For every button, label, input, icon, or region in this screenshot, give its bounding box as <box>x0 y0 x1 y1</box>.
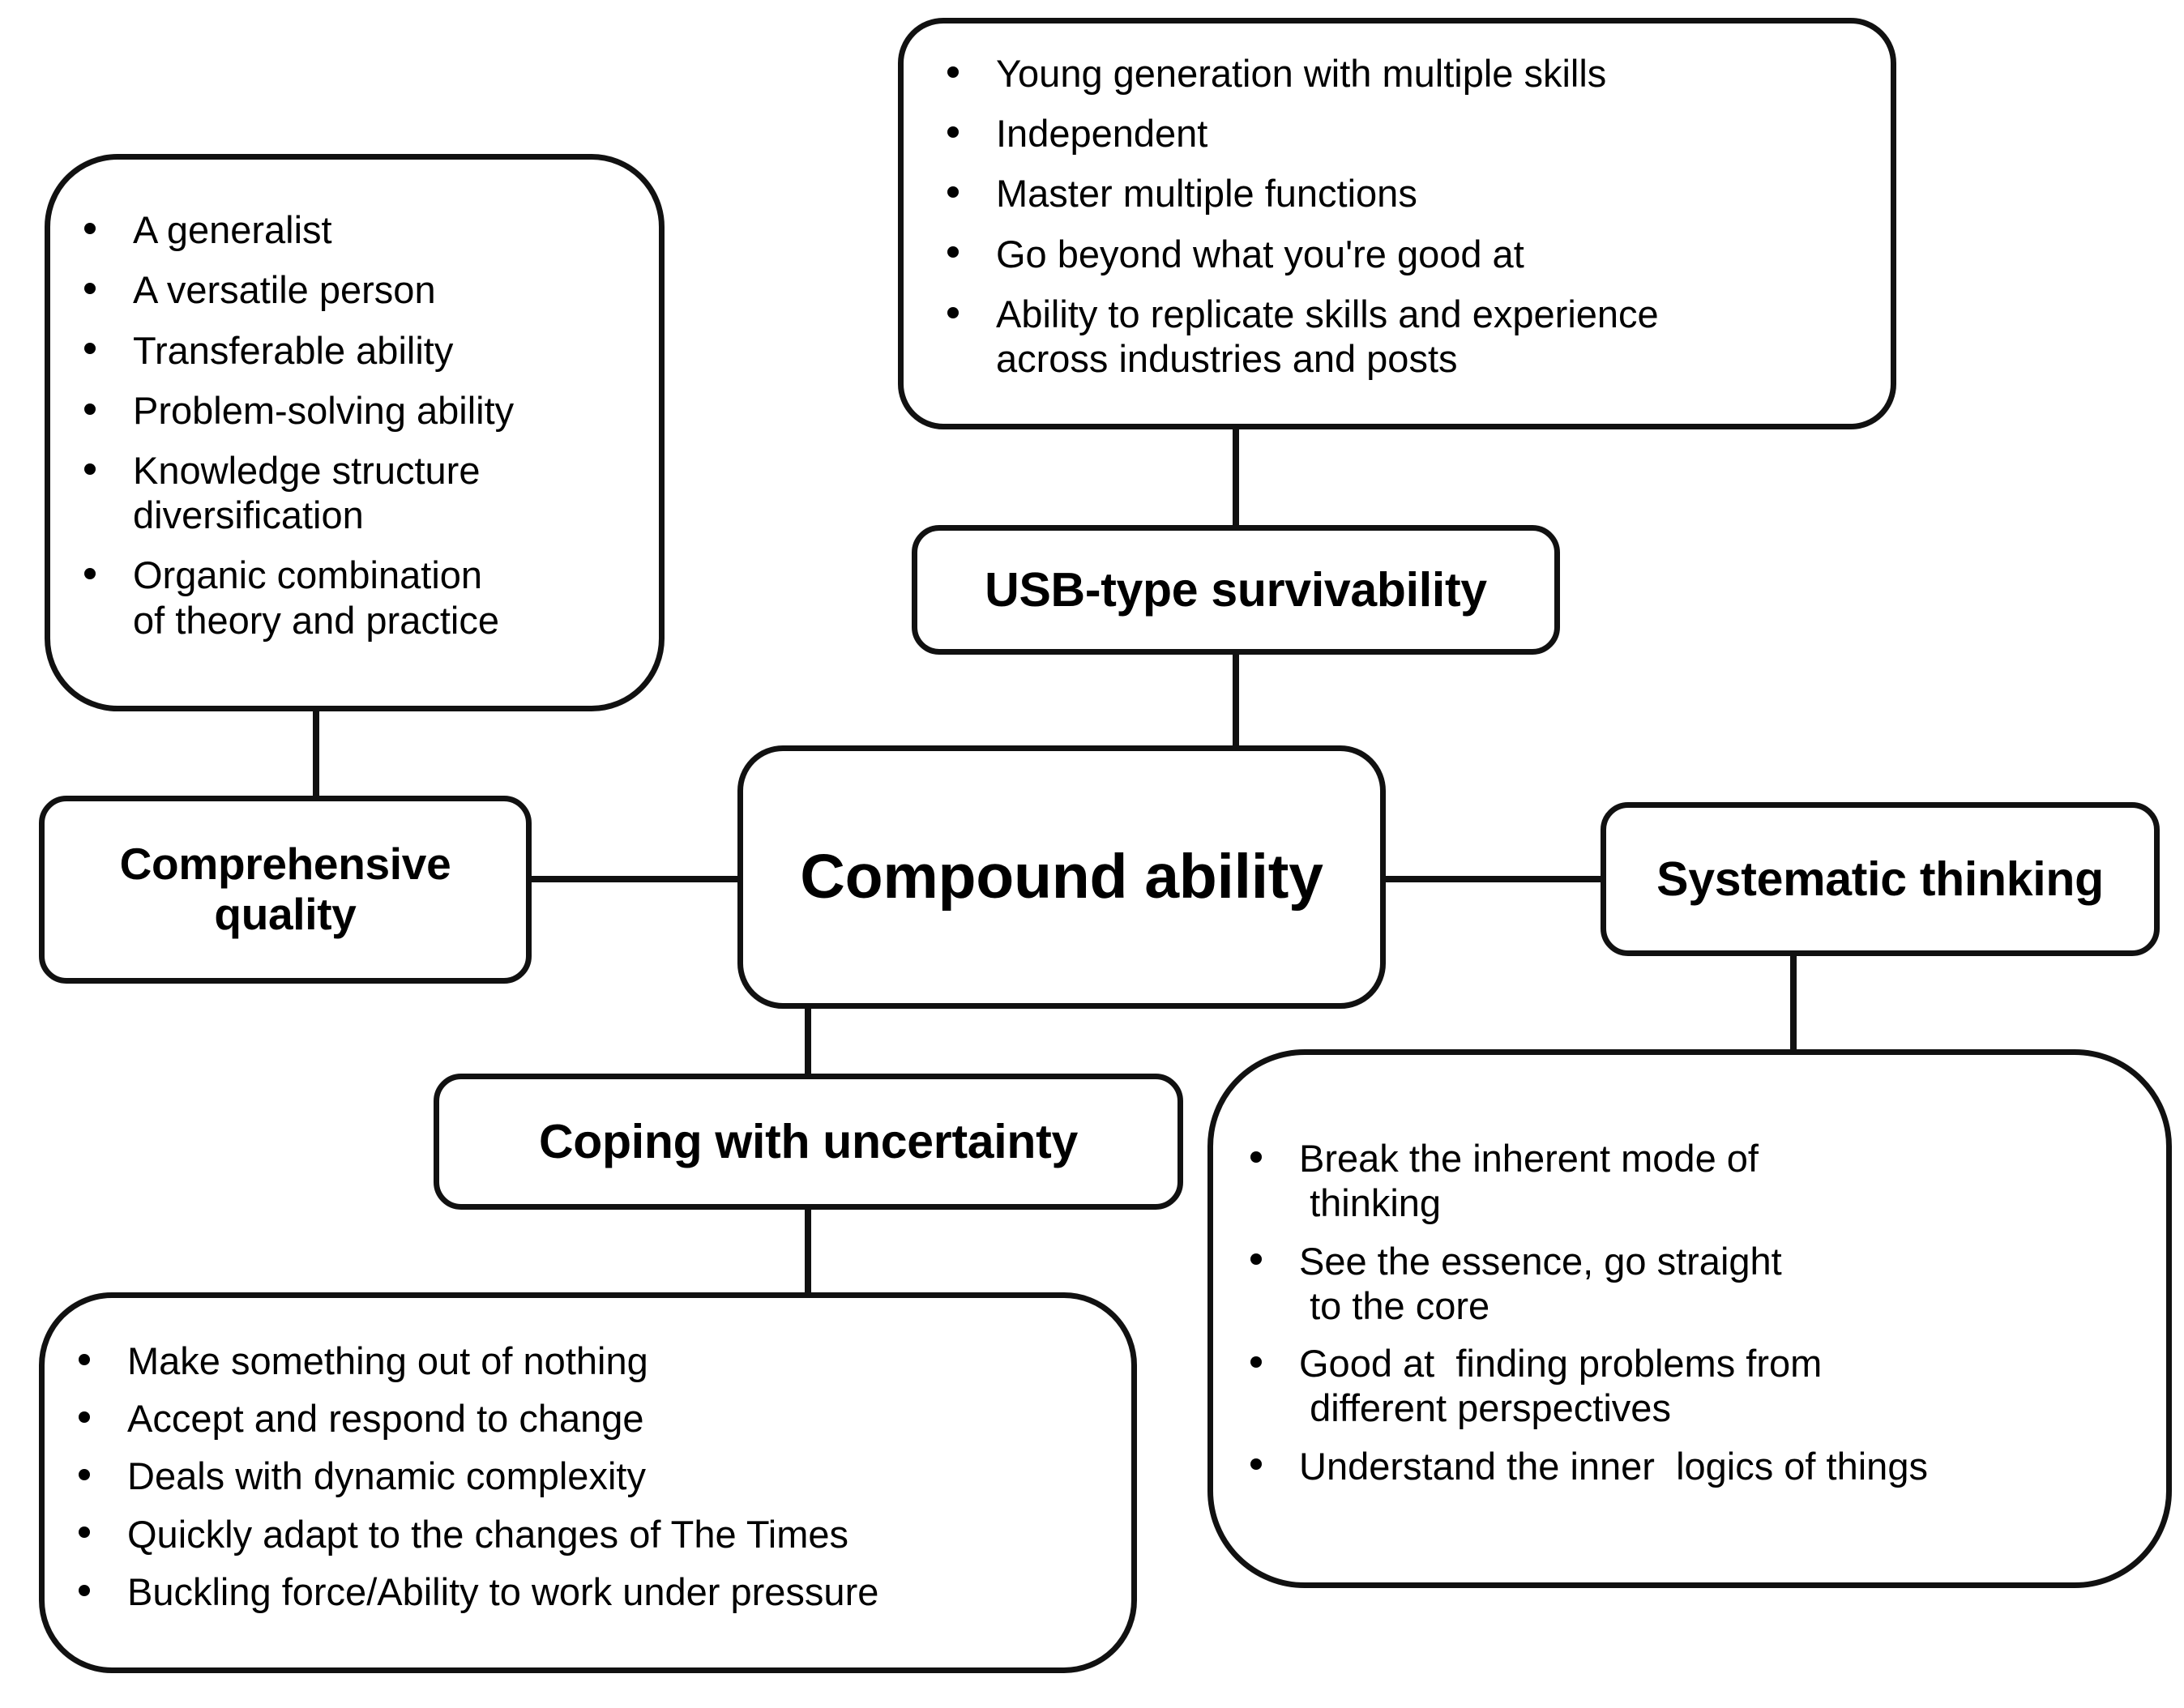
details-box-coping-with-uncertainty: Make something out of nothing Accept and… <box>39 1292 1137 1673</box>
list-item: Understand the inner logics of things <box>1239 1444 2150 1488</box>
list-item-text: Transferable ability <box>133 328 454 372</box>
bullet-dot-icon <box>947 186 959 199</box>
bullet-dot-icon <box>79 1584 90 1596</box>
list-item-text: Independent <box>996 112 1208 156</box>
list-item-text: Master multiple functions <box>996 172 1417 216</box>
bullet-dot-icon <box>947 66 959 78</box>
list-item-text: Understand the inner logics of things <box>1299 1444 1928 1488</box>
bullet-list: Break the inherent mode of thinking See … <box>1239 1136 2150 1501</box>
bullet-dot-icon <box>947 306 959 318</box>
list-item-text: Organic combination of theory and practi… <box>133 553 499 642</box>
bullet-dot-icon <box>1250 1356 1262 1368</box>
list-item-text: See the essence, go straight to the core <box>1299 1239 1782 1327</box>
list-item: A generalist <box>73 207 643 252</box>
list-item: Accept and respond to change <box>67 1396 1115 1441</box>
bullet-dot-icon <box>79 1527 90 1539</box>
bullet-dot-icon <box>84 283 96 295</box>
node-systematic-thinking[interactable]: Systematic thinking <box>1601 802 2160 956</box>
bullet-dot-icon <box>1250 1151 1262 1164</box>
bullet-dot-icon <box>84 463 96 475</box>
list-item-text: Good at finding problems from different … <box>1299 1342 1823 1430</box>
list-item-text: Break the inherent mode of thinking <box>1299 1137 1759 1225</box>
node-label: Comprehensive quality <box>119 839 451 939</box>
bullet-dot-icon <box>1250 1458 1262 1471</box>
bullet-list: A generalist A versatile person Transfer… <box>73 207 643 658</box>
list-item-text: Quickly adapt to the changes of The Time… <box>127 1512 849 1556</box>
list-item: See the essence, go straight to the core <box>1239 1239 2150 1328</box>
list-item-text: A versatile person <box>133 268 436 312</box>
bullet-dot-icon <box>79 1469 90 1481</box>
list-item: Knowledge structure diversification <box>73 448 643 537</box>
node-compound-ability[interactable]: Compound ability <box>737 745 1386 1009</box>
list-item-text: Buckling force/Ability to work under pre… <box>127 1569 879 1613</box>
list-item-text: Make something out of nothing <box>127 1339 648 1382</box>
node-label: Systematic thinking <box>1656 852 2104 906</box>
list-item: Good at finding problems from different … <box>1239 1341 2150 1430</box>
node-label: Compound ability <box>800 842 1323 912</box>
bullet-dot-icon <box>947 246 959 258</box>
list-item-text: A generalist <box>133 208 332 252</box>
list-item: Ability to replicate skills and experien… <box>936 292 1874 381</box>
node-usb-type-survivability[interactable]: USB-type survivability <box>912 525 1560 655</box>
bullet-list: Make something out of nothing Accept and… <box>67 1339 1115 1627</box>
list-item: Young generation with multiple skills <box>936 51 1874 96</box>
list-item-text: Young generation with multiple skills <box>996 51 1607 95</box>
list-item: Quickly adapt to the changes of The Time… <box>67 1512 1115 1556</box>
bullet-dot-icon <box>1250 1253 1262 1266</box>
node-label: USB-type survivability <box>985 562 1487 617</box>
list-item-text: Accept and respond to change <box>127 1397 644 1441</box>
list-item: Problem-solving ability <box>73 388 643 433</box>
list-item: Buckling force/Ability to work under pre… <box>67 1569 1115 1614</box>
list-item: A versatile person <box>73 267 643 312</box>
node-comprehensive-quality[interactable]: Comprehensive quality <box>39 796 532 984</box>
list-item-text: Knowledge structure diversification <box>133 449 481 537</box>
details-box-systematic-thinking: Break the inherent mode of thinking See … <box>1207 1049 2172 1588</box>
bullet-list: Young generation with multiple skills In… <box>936 51 1874 396</box>
bullet-dot-icon <box>84 568 96 580</box>
bullet-dot-icon <box>84 403 96 415</box>
bullet-dot-icon <box>947 126 959 138</box>
list-item-text: Ability to replicate skills and experien… <box>996 292 1659 380</box>
list-item: Go beyond what you're good at <box>936 232 1874 276</box>
list-item: Break the inherent mode of thinking <box>1239 1136 2150 1225</box>
bullet-dot-icon <box>84 222 96 234</box>
list-item-text: Problem-solving ability <box>133 388 515 432</box>
details-box-comprehensive-quality: A generalist A versatile person Transfer… <box>45 154 665 711</box>
list-item: Transferable ability <box>73 328 643 373</box>
bullet-dot-icon <box>79 1353 90 1365</box>
node-coping-with-uncertainty[interactable]: Coping with uncertainty <box>434 1074 1183 1210</box>
list-item: Deals with dynamic complexity <box>67 1454 1115 1498</box>
list-item-text: Deals with dynamic complexity <box>127 1454 646 1498</box>
list-item: Make something out of nothing <box>67 1339 1115 1383</box>
list-item: Organic combination of theory and practi… <box>73 553 643 642</box>
list-item: Independent <box>936 111 1874 156</box>
bullet-dot-icon <box>84 343 96 355</box>
list-item-text: Go beyond what you're good at <box>996 232 1524 275</box>
list-item: Master multiple functions <box>936 171 1874 216</box>
bullet-dot-icon <box>79 1411 90 1423</box>
node-label: Coping with uncertainty <box>538 1114 1079 1168</box>
details-box-usb-type-survivability: Young generation with multiple skills In… <box>898 18 1896 429</box>
